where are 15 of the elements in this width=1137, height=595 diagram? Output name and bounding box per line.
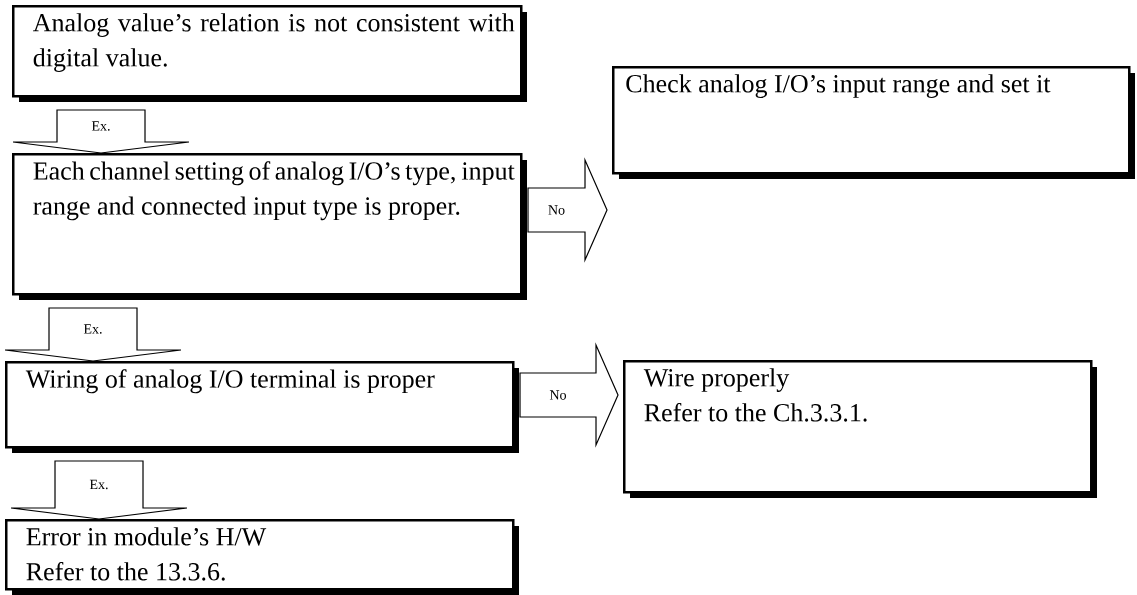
- edge-label: No: [546, 204, 567, 216]
- process-box: Analog value’s relation is not consistent with digital value.: [12, 5, 527, 102]
- process-box: Error in module’s H/W Refer to the 13.3.6.: [5, 519, 519, 595]
- block-arrow: [4, 307, 182, 362]
- block-arrow: [10, 460, 188, 520]
- process-box: Wire properly Refer to the Ch.3.3.1.: [623, 360, 1097, 498]
- process-box: Each channel setting of analog I/O’s type, input range and connected input type is proper.: [12, 153, 527, 300]
- process-box: Wiring of analog I/O terminal is proper: [5, 361, 519, 453]
- edge-label: Ex.: [82, 323, 104, 335]
- edge-label: No: [548, 389, 568, 401]
- block-arrow: [527, 157, 608, 263]
- block-arrow: [519, 342, 619, 448]
- process-box: Check analog I/O’s input range and set it: [612, 66, 1135, 179]
- edge-label: Ex.: [90, 120, 112, 132]
- block-arrow: [12, 109, 190, 154]
